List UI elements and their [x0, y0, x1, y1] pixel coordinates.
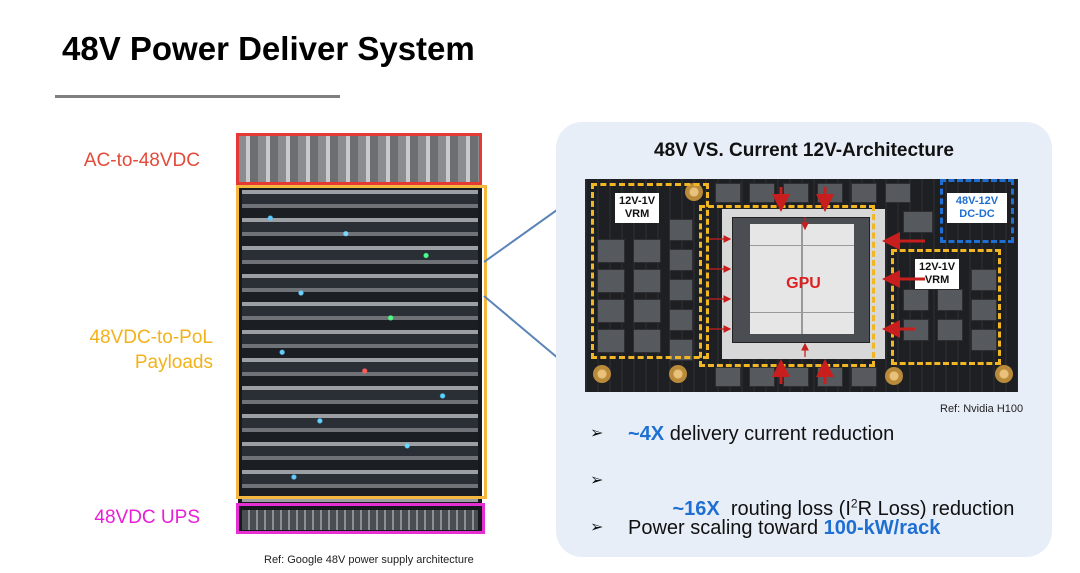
- pol-highlight-box: [236, 185, 487, 499]
- vrm-left-line2: VRM: [624, 208, 650, 220]
- dcdc-label: 48V-12V DC-DC: [947, 193, 1007, 223]
- superscript-2: 2: [850, 496, 858, 511]
- benefit-list: ➢ ~4X delivery current reduction ➢ ~16X …: [590, 420, 1040, 561]
- mounting-screw: [885, 367, 903, 385]
- inductor: [633, 299, 661, 323]
- inductor: [633, 269, 661, 293]
- ac-highlight-box: [236, 133, 482, 185]
- inductor: [937, 319, 963, 341]
- inductor: [597, 329, 625, 353]
- inductor: [749, 183, 775, 203]
- mounting-screw: [593, 365, 611, 383]
- mounting-screw: [669, 365, 687, 383]
- bullet-arrow-icon: ➢: [590, 519, 604, 536]
- inductor: [971, 329, 997, 351]
- vrm-right-outline: [891, 249, 1001, 365]
- ac-to-48vdc-label: AC-to-48VDC: [83, 150, 200, 171]
- inductor: [669, 249, 693, 271]
- inductor: [633, 239, 661, 263]
- current-reduction-value: ~4X: [628, 423, 665, 445]
- inductor: [903, 289, 929, 311]
- gpu-label: GPU: [786, 275, 821, 292]
- dcdc-line2: DC-DC: [959, 208, 995, 220]
- inductor: [715, 183, 741, 203]
- list-item: ➢ ~16X routing loss (I2R Loss) reduction: [590, 467, 1040, 520]
- mounting-screw: [685, 183, 703, 201]
- inductor: [669, 219, 693, 241]
- vrm-right-line2: VRM: [924, 274, 950, 286]
- list-item: ➢ Power scaling toward 100-kW/rack: [590, 514, 1040, 561]
- vrm-right-line1: 12V-1V: [919, 261, 956, 273]
- inductor: [971, 299, 997, 321]
- routing-loss-text: routing loss (I: [719, 498, 851, 520]
- inductor: [903, 211, 933, 233]
- panel-title: 48V VS. Current 12V-Architecture: [654, 140, 954, 161]
- vrm-left-label: 12V-1V VRM: [615, 193, 660, 223]
- inductor: [597, 299, 625, 323]
- ups-highlight-box: [236, 503, 485, 534]
- list-item: ➢ ~4X delivery current reduction: [590, 420, 1040, 467]
- inductor: [885, 183, 911, 203]
- current-reduction-text: delivery current reduction: [664, 423, 895, 445]
- rack-payload-trays: [242, 190, 478, 502]
- title-underline: [55, 95, 340, 98]
- inductor: [851, 183, 877, 203]
- server-rack-image: [238, 136, 482, 534]
- inductor: [937, 289, 963, 311]
- inductor: [749, 367, 775, 387]
- current-flow-arrows: [709, 187, 925, 384]
- dcdc-line1: 48V-12V: [955, 195, 999, 207]
- bullet-arrow-icon: ➢: [590, 425, 604, 442]
- mounting-screw: [995, 365, 1013, 383]
- h100-board-image: GPU 12V-1V VRM 12V-1V VRM 48V-12V DC-DC: [585, 179, 1018, 392]
- rack-ups-shelf: [242, 510, 478, 530]
- gpu-core: [750, 224, 854, 334]
- inductor: [669, 309, 693, 331]
- power-scaling-value: 100-kW/rack: [823, 517, 941, 539]
- inductor: [597, 269, 625, 293]
- pol-label-line2: Payloads: [134, 352, 213, 373]
- inductor: [715, 367, 741, 387]
- inductor: [851, 367, 877, 387]
- google-reference: Ref: Google 48V power supply architectur…: [264, 554, 474, 566]
- bullet-arrow-icon: ➢: [590, 472, 604, 489]
- ups-label: 48VDC UPS: [94, 507, 200, 528]
- vrm-left-outline: [591, 183, 709, 359]
- routing-loss-value: ~16X: [672, 498, 720, 520]
- inductor: [971, 269, 997, 291]
- comparison-panel: 48V VS. Current 12V-Architecture: [556, 122, 1052, 557]
- inductor: [597, 239, 625, 263]
- dcdc-outline: [940, 179, 1014, 243]
- rack-ac-shelf: [238, 136, 482, 182]
- power-scaling-text: Power scaling toward: [628, 517, 824, 539]
- pol-label-line1: 48VDC-to-PoL: [89, 327, 213, 348]
- routing-loss-text-end: R Loss) reduction: [857, 498, 1015, 520]
- inductor: [669, 279, 693, 301]
- inductor: [669, 339, 693, 361]
- vrm-left-line1: 12V-1V: [619, 195, 656, 207]
- inductor: [633, 329, 661, 353]
- page-title: 48V Power Deliver System: [62, 30, 475, 67]
- pol-payloads-label: 48VDC-to-PoL Payloads: [55, 325, 213, 375]
- nvidia-reference: Ref: Nvidia H100: [940, 403, 1024, 415]
- vrm-right-label: 12V-1V VRM: [915, 259, 960, 289]
